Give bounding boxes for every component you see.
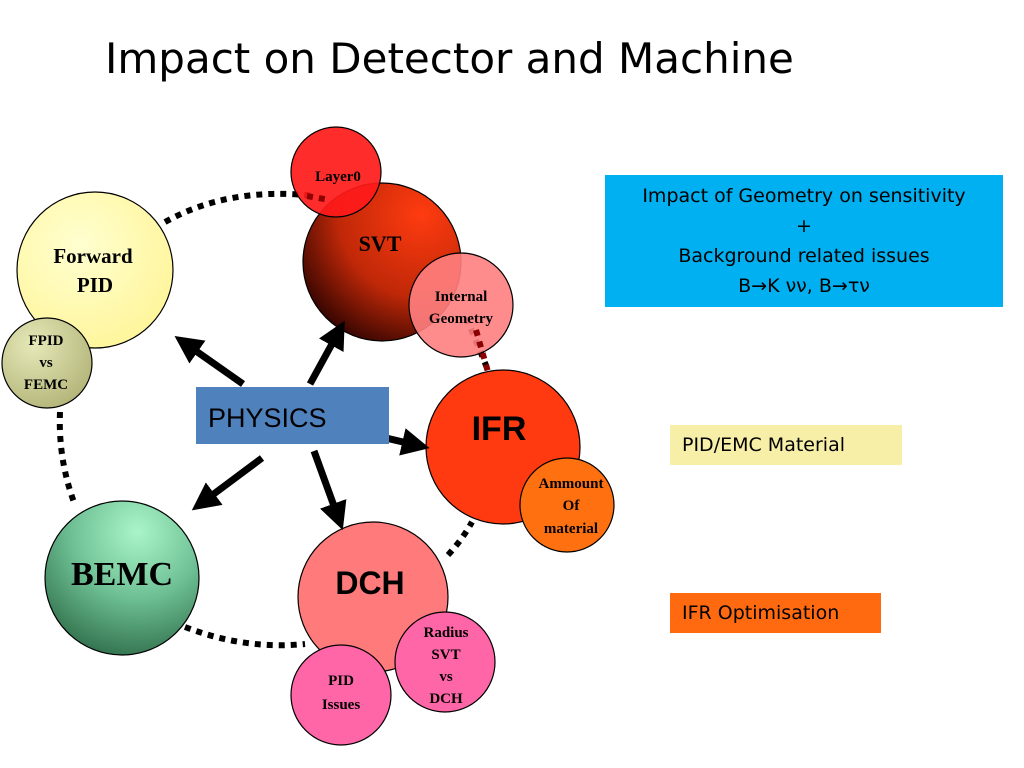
fpid-label-1: FPID	[29, 333, 64, 349]
forward-pid-label-1: Forward	[53, 244, 133, 268]
page-title: Impact on Detector and Machine	[105, 34, 794, 83]
ifr-optimisation-label: IFR Optimisation	[682, 602, 840, 624]
physics-label: PHYSICS	[208, 403, 327, 433]
svt-label: SVT	[359, 231, 402, 256]
internal-geometry-label-2: Geometry	[429, 311, 494, 327]
pid-emc-info-label: PID/EMC Material	[682, 434, 845, 456]
dch-label: DCH	[335, 565, 404, 601]
radius-label-3: vs	[439, 669, 453, 685]
ifr-optimisation-box: IFR Optimisation	[670, 593, 881, 633]
arrow-to-dch	[310, 449, 347, 531]
layer0-node[interactable]: Layer0	[290, 126, 382, 218]
pid-emc-info-box: PID/EMC Material	[670, 425, 902, 465]
ring-segment-internal	[473, 329, 491, 373]
layer0-label: Layer0	[315, 169, 361, 185]
radius-label-2: SVT	[431, 647, 460, 663]
geometry-info-line-4: B→K νν, B→τν	[738, 275, 870, 297]
bemc-label: BEMC	[71, 556, 173, 593]
forward-pid-node[interactable]: Forward PID	[16, 191, 174, 349]
amount-label-2: Of	[563, 498, 581, 514]
fpid-label-3: FEMC	[24, 377, 68, 393]
geometry-info-line-1: Impact of Geometry on sensitivity	[642, 185, 966, 207]
internal-geometry-node[interactable]: Internal Geometry	[408, 252, 514, 358]
forward-pid-label-2: PID	[77, 273, 113, 297]
fpid-label-2: vs	[39, 355, 53, 371]
physics-box[interactable]: PHYSICS	[196, 387, 389, 444]
arrow-to-svt	[306, 320, 345, 386]
arrow-to-forward-pid	[174, 335, 246, 387]
fpid-vs-femc-node[interactable]: FPID vs FEMC	[1, 317, 93, 409]
internal-geometry-label-1: Internal	[435, 289, 488, 305]
radius-label-4: DCH	[429, 691, 463, 707]
geometry-info-line-2: +	[796, 215, 812, 237]
amount-label-3: material	[544, 521, 598, 537]
ifr-label: IFR	[472, 410, 527, 448]
bemc-node[interactable]: BEMC	[44, 500, 200, 656]
radius-svt-vs-dch-node[interactable]: Radius SVT vs DCH	[394, 611, 496, 713]
amount-of-material-node[interactable]: Ammount Of material	[519, 457, 615, 553]
radius-label-1: Radius	[423, 625, 468, 641]
pid-issues-label-1: PID	[328, 673, 354, 689]
arrow-to-bemc	[191, 455, 265, 511]
amount-label-1: Ammount	[538, 476, 603, 492]
ring-segment-layer0	[306, 193, 331, 203]
pid-issues-node[interactable]: PID Issues	[290, 644, 392, 746]
pid-issues-label-2: Issues	[322, 697, 361, 713]
geometry-info-box: Impact of Geometry on sensitivity + Back…	[605, 175, 1003, 307]
geometry-info-line-3: Background related issues	[678, 245, 930, 267]
